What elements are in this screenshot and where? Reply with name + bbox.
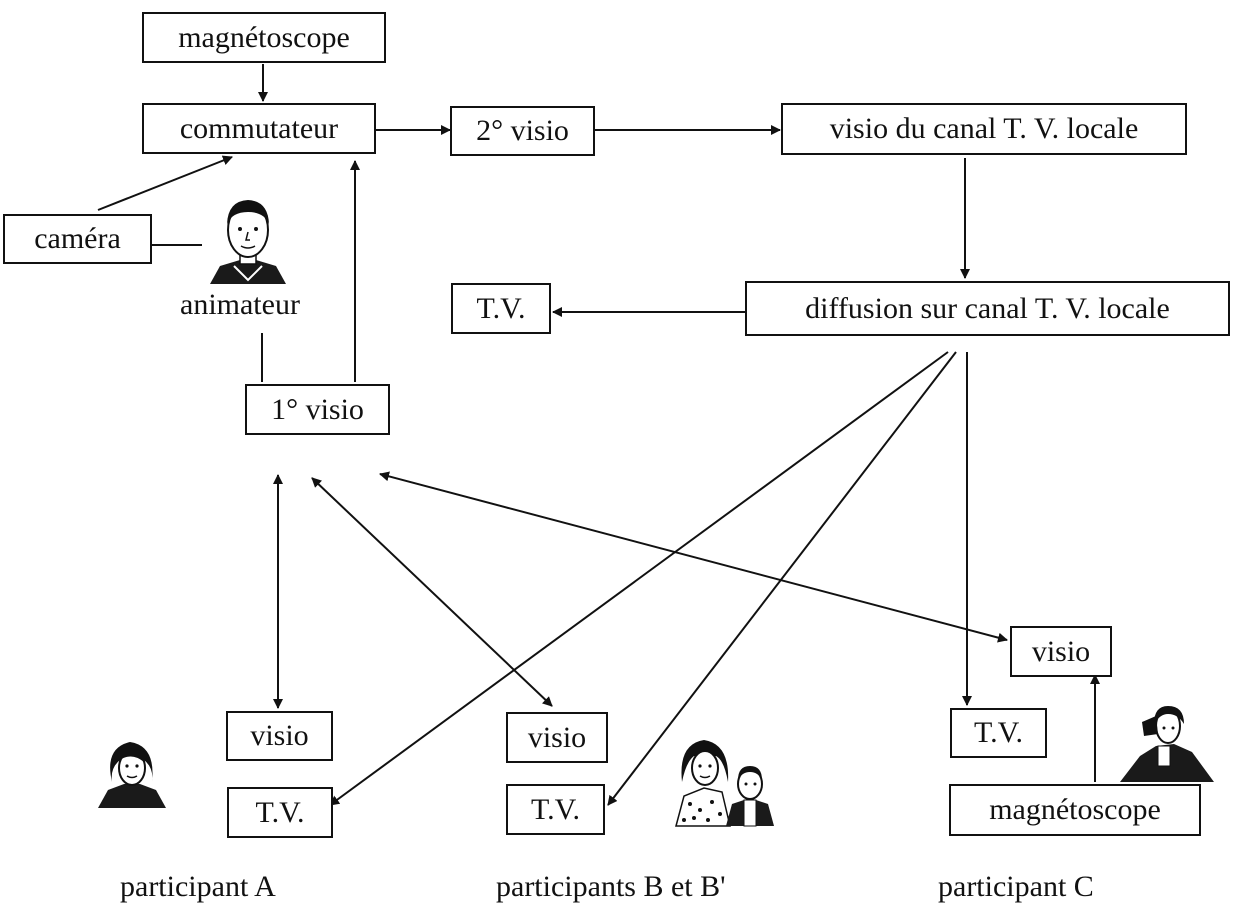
magnetoscope-top-label: magnétoscope xyxy=(178,20,350,54)
camera-label: caméra xyxy=(34,222,121,255)
tv-b-label: T.V. xyxy=(531,792,580,826)
tv-b-box: T.V. xyxy=(506,784,605,835)
commutateur-label: commutateur xyxy=(179,111,339,145)
tv-a-label: T.V. xyxy=(255,795,305,829)
tv-left-label: T.V. xyxy=(476,291,526,325)
arrow-camera-to-commutateur xyxy=(97,155,233,211)
woman-portrait-icon xyxy=(98,742,166,808)
participant-c-label: participant C xyxy=(938,870,1094,903)
visio-2-box: 2° visio xyxy=(450,106,595,156)
participant-a-label: participant A xyxy=(120,870,276,903)
participants-b-label: participants B et B' xyxy=(496,870,726,903)
arrow-diffusion-to-tv-b xyxy=(607,351,957,806)
magnetoscope-c-box: magnétoscope xyxy=(949,784,1201,836)
visio-a-box: visio xyxy=(226,711,333,761)
visio-b-box: visio xyxy=(506,712,608,763)
arrow-diffusion-to-tv-a xyxy=(329,351,949,806)
visio-c-box: visio xyxy=(1010,626,1112,677)
couple-portrait-icon xyxy=(675,740,774,827)
magnetoscope-top-box: magnétoscope xyxy=(142,12,386,63)
diffusion-label: diffusion sur canal T. V. locale xyxy=(805,291,1170,325)
commutateur-box: commutateur xyxy=(142,103,376,154)
animateur-label: animateur xyxy=(180,288,300,321)
visio-canal-box: visio du canal T. V. locale xyxy=(781,103,1187,155)
tv-c-box: T.V. xyxy=(950,708,1047,758)
tv-c-label: T.V. xyxy=(974,716,1023,749)
visio-1-box: 1° visio xyxy=(245,384,390,435)
arrow-1visio-visio-c xyxy=(379,471,1008,643)
visio-a-label: visio xyxy=(250,719,309,752)
visio-canal-label: visio du canal T. V. locale xyxy=(829,112,1139,145)
diffusion-box: diffusion sur canal T. V. locale xyxy=(745,281,1230,336)
person-portrait-icon xyxy=(1120,706,1214,782)
magnetoscope-c-label: magnétoscope xyxy=(989,793,1161,826)
camera-box: caméra xyxy=(3,214,152,264)
arrow-1visio-visio-b xyxy=(311,477,553,707)
visio-2-label: 2° visio xyxy=(476,114,569,147)
visio-b-label: visio xyxy=(527,720,587,754)
tv-a-box: T.V. xyxy=(227,787,333,838)
tv-left-box: T.V. xyxy=(451,283,551,334)
man-portrait-icon xyxy=(210,200,286,284)
visio-1-label: 1° visio xyxy=(271,392,364,426)
visio-c-label: visio xyxy=(1031,634,1091,668)
